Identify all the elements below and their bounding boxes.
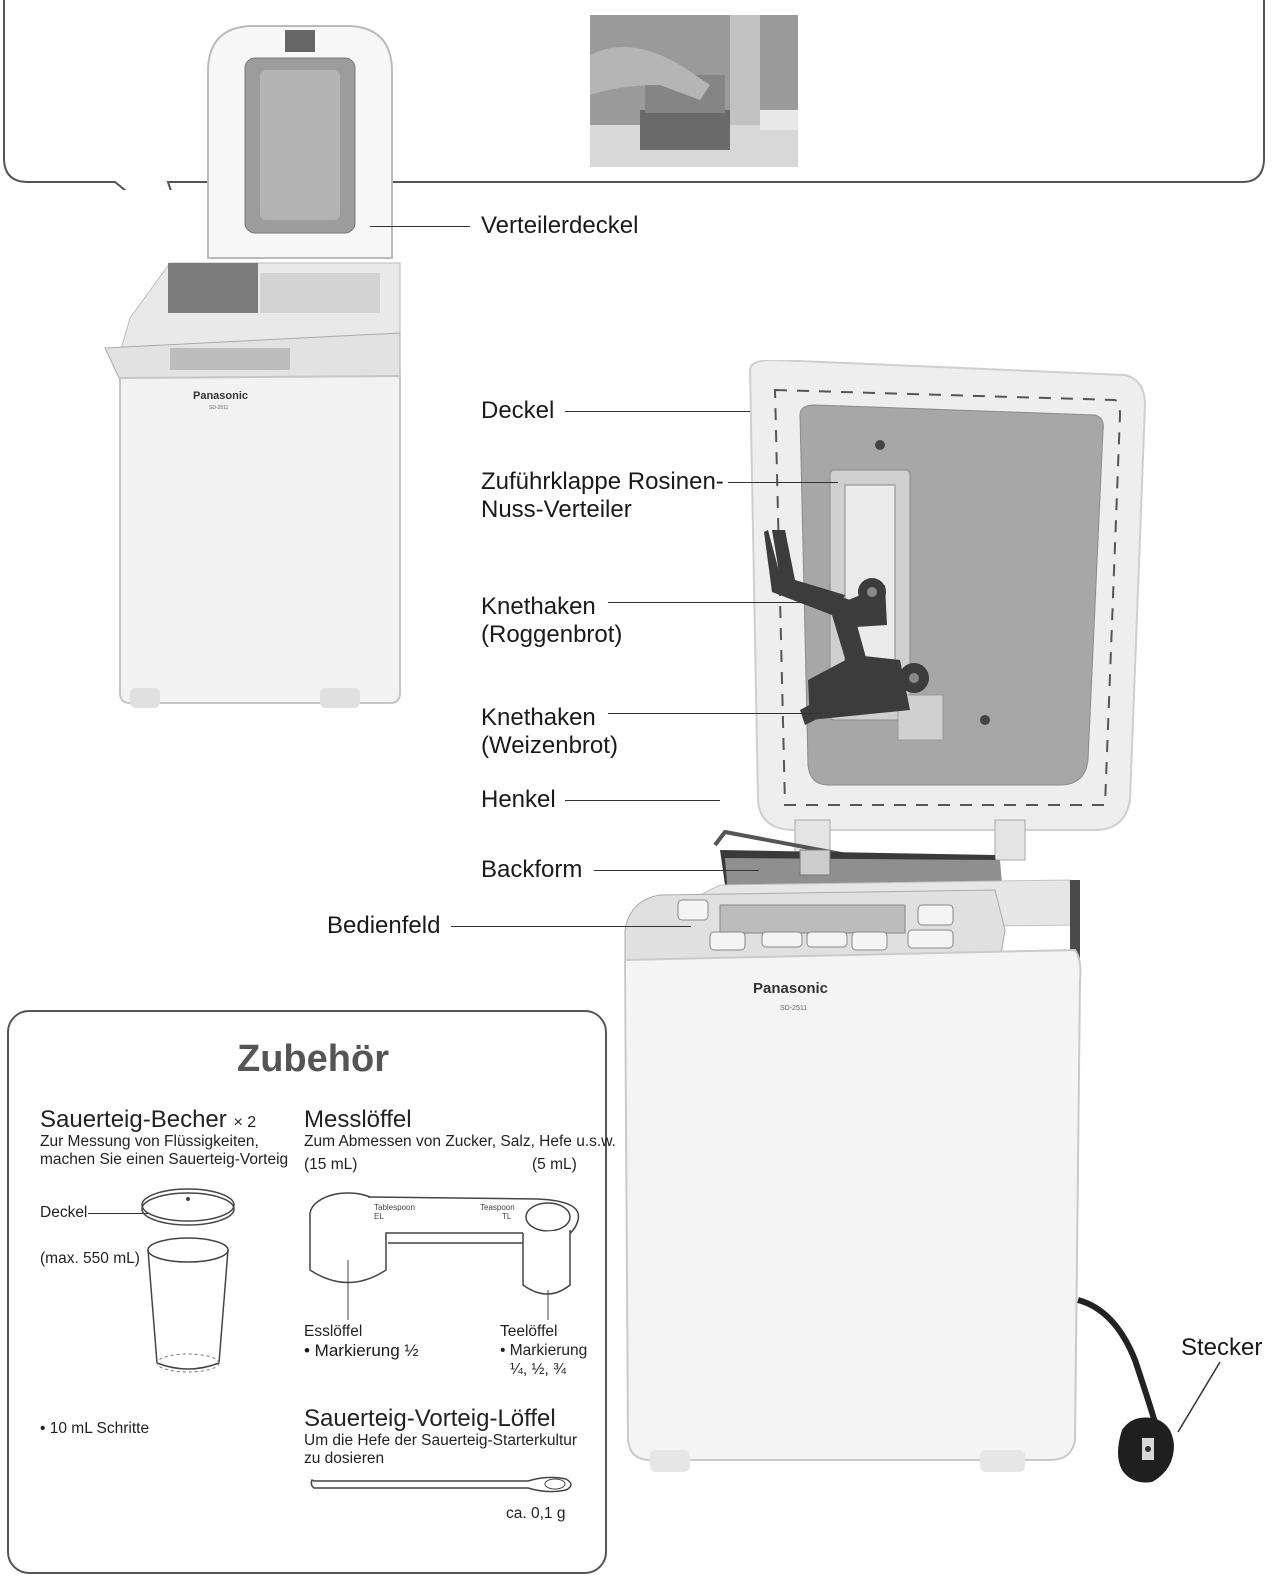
- kneader-rye-label-line2: (Roggenbrot): [481, 621, 623, 648]
- raisin-nut-flap-leader: [728, 482, 838, 483]
- teaspoon-marking-line2: ¼, ½, ¾: [510, 1361, 567, 1378]
- control-panel-label: Bedienfeld: [327, 912, 441, 939]
- starter-spoon-desc-line2: zu dosieren: [304, 1450, 385, 1467]
- teaspoon-title: Teelöffel: [500, 1323, 558, 1340]
- raisin-nut-flap-label-line1: Zuführklappe Rosinen-: [481, 468, 724, 495]
- plug-leader: [1177, 1361, 1221, 1433]
- plug-label: Stecker: [1181, 1334, 1263, 1361]
- lid-dispenser-leader: [370, 226, 470, 227]
- cup-desc-line2: machen Sie einen Sauerteig-Vorteig: [40, 1151, 289, 1168]
- kneader-rye-label-line1: Knethaken: [481, 593, 596, 620]
- large-model-number: SD-2511: [780, 1005, 808, 1012]
- accessories-title: Zubehör: [237, 1038, 389, 1080]
- kneader-rye-leader: [608, 602, 806, 603]
- accessories-box: [7, 1010, 607, 1574]
- spoon-title: Messlöffel: [304, 1106, 412, 1133]
- raisin-nut-flap-label-line2: Nuss-Verteiler: [481, 496, 632, 523]
- handle-label: Henkel: [481, 786, 556, 813]
- control-panel-leader: [451, 926, 691, 927]
- starter-spoon-amount: ca. 0,1 g: [506, 1505, 566, 1522]
- lid-label: Deckel: [481, 397, 555, 424]
- cup-desc-line1: Zur Messung von Flüssigkeiten,: [40, 1133, 259, 1150]
- lid-dispenser-label: Verteilerdeckel: [481, 212, 639, 239]
- tablespoon-title: Esslöffel: [304, 1323, 363, 1340]
- bread-pan-label: Backform: [481, 856, 583, 883]
- measuring-spoon-illustration: [309, 1192, 580, 1320]
- starter-spoon-desc-line1: Um die Hefe der Sauerteig-Starterkultur: [304, 1432, 578, 1449]
- cup-title: Sauerteig-Becher × 2: [40, 1107, 256, 1136]
- tablespoon-engraving: Tablespoon: [374, 1203, 415, 1212]
- kneader-wheat-label-line2: (Weizenbrot): [481, 732, 618, 759]
- cup-qty: × 2: [233, 1114, 257, 1131]
- teaspoon-engraving: Teaspoon: [480, 1203, 515, 1212]
- cup-max-label: (max. 550 mL): [40, 1250, 140, 1267]
- kneader-wheat-label-line1: Knethaken: [481, 704, 596, 731]
- starter-spoon-illustration: [310, 1476, 572, 1493]
- cup-title-text: Sauerteig-Becher: [40, 1106, 227, 1133]
- cup-lid-leader: [88, 1213, 148, 1214]
- starter-spoon-title: Sauerteig-Vorteig-Löffel: [304, 1405, 556, 1432]
- tablespoon-marking: • Markierung ½: [304, 1341, 419, 1360]
- large-brand-logo: Panasonic: [753, 980, 829, 997]
- kneader-wheat-leader: [608, 713, 823, 714]
- spoon-desc: Zum Abmessen von Zucker, Salz, Hefe u.s.…: [304, 1133, 616, 1150]
- dispenser-inset-photo: [590, 15, 798, 167]
- small-model-number: SD-2511: [209, 405, 229, 411]
- top-callout-bubble: [3, 0, 1265, 190]
- lid-leader: [565, 411, 750, 412]
- cup-steps: • 10 mL Schritte: [40, 1420, 150, 1437]
- teaspoon-marking-line1: • Markierung: [500, 1342, 588, 1359]
- starter-cup-illustration: [141, 1188, 235, 1373]
- handle-leader: [565, 800, 720, 801]
- small-bread-maker-illustration: [104, 25, 401, 708]
- small-brand-logo: Panasonic: [193, 390, 249, 402]
- tl-engraving: TL: [502, 1212, 512, 1221]
- large-bread-maker-illustration: [623, 360, 1160, 1472]
- spoon-right-volume: (5 mL): [532, 1156, 577, 1173]
- spoon-left-volume: (15 mL): [304, 1156, 358, 1173]
- bread-pan-leader: [594, 870, 759, 871]
- el-engraving: EL: [374, 1212, 384, 1221]
- plug-illustration: [1118, 1417, 1174, 1483]
- cup-lid-label: Deckel: [40, 1204, 88, 1221]
